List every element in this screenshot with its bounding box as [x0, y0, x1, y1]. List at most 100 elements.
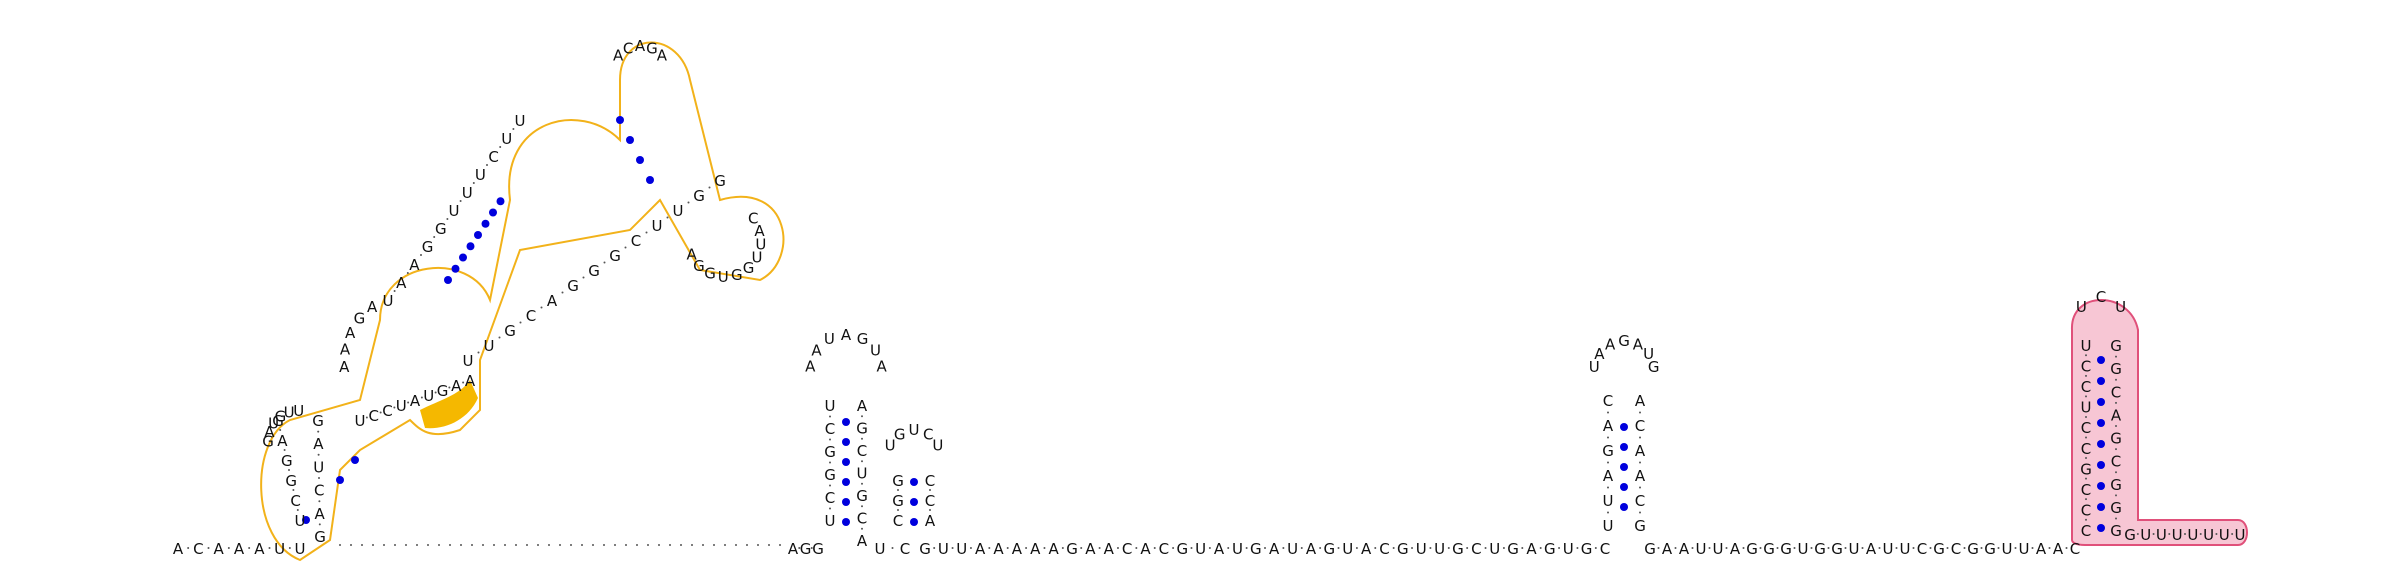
left-tail-base: C: [193, 540, 203, 558]
hairpinA-stem-right-backbone-dot: [861, 505, 863, 508]
module2-stem-right-backbone-dot: [2115, 517, 2117, 520]
m1-stem2-left-backbone-dot: [393, 290, 396, 292]
m1-stem2-right-backbone-dot: [561, 291, 564, 294]
m1-stem2-right-base: U: [463, 352, 474, 370]
right-strand-backbone-dot: [1895, 547, 1898, 549]
middle-strand-backbone-dot: [1080, 547, 1083, 549]
m1-pair: [626, 136, 634, 144]
m1-pair: [351, 456, 359, 464]
m1-interior-right-base: C: [369, 407, 379, 425]
m1-stem2-right-base: U: [484, 337, 495, 355]
middle-strand-base: G: [1507, 540, 1519, 558]
m1-stem2-left-base: U: [449, 202, 460, 220]
right-strand-backbone-dot: [2065, 547, 2068, 549]
left-tail-backbone-dot: [227, 547, 230, 549]
hairpinA-stem-right-base: G: [856, 420, 868, 438]
hairpinA-stem-left-base: U: [825, 512, 836, 530]
right-strand-backbone-dot: [1878, 547, 1881, 549]
long-range-connector: [658, 544, 660, 546]
m1-stem1-right-backbone-dot: [318, 500, 321, 503]
long-range-connector: [636, 544, 638, 546]
hairpinA-tail-base: G: [812, 540, 824, 558]
m1-stem2-left-backbone-dot: [512, 128, 515, 130]
middle-strand-backbone-dot: [1558, 547, 1561, 549]
right-strand-backbone-dot: [1674, 547, 1677, 549]
module2-pair: [2097, 377, 2105, 385]
long-range-connector: [603, 544, 605, 546]
hairpinC-stem-left-base: A: [1603, 417, 1614, 435]
right-strand-base: U: [1849, 540, 1860, 558]
middle-strand-base: U: [1287, 540, 1298, 558]
m1-stem2-right-base: G: [504, 322, 516, 340]
hairpinC-pair: [1620, 483, 1628, 491]
m1-apex-loop-base: G: [646, 39, 658, 57]
m1-stem2-right-base: G: [714, 172, 726, 190]
hairpinA-tail-backbone-dot: [798, 547, 801, 549]
long-range-connector: [757, 544, 759, 546]
middle-strand-backbone-dot: [1061, 547, 1064, 549]
m1-apex-loop-base: A: [657, 46, 668, 64]
long-range-connector: [460, 544, 462, 546]
m1-stem2-left-base: A: [409, 256, 420, 274]
left-tail-backbone-dot: [248, 547, 251, 549]
right-strand-backbone-dot: [1657, 547, 1660, 549]
m1-stem1-left-base: G: [281, 452, 293, 470]
m1-hairpin-loop-base: U: [755, 235, 766, 253]
middle-strand-backbone-dot: [1594, 547, 1597, 549]
long-range-connector: [427, 544, 429, 546]
m1-apex-loop-base: A: [635, 37, 646, 55]
long-range-connector: [405, 544, 407, 546]
module2-loop-base: C: [2096, 288, 2106, 306]
right-strand-base: G: [1746, 540, 1758, 558]
module2-stem-left-backbone-dot: [2085, 436, 2087, 439]
m1-stem1-right-base: A: [314, 505, 325, 523]
hairpinB-base-left-base: U: [875, 540, 886, 558]
m1-pair: [466, 242, 475, 251]
m1-stem1-left-base: G: [272, 412, 284, 430]
module2-pair: [2097, 356, 2105, 364]
middle-strand-base: A: [1030, 540, 1041, 558]
long-range-connector: [779, 544, 781, 546]
hairpinB-pair: [910, 518, 918, 526]
left-tail-base: A: [254, 540, 265, 558]
hairpinC-stem-left-backbone-dot: [1607, 511, 1609, 514]
hairpinB-stem-right-base: C: [925, 492, 935, 510]
hairpinA-stem-right-base: C: [857, 510, 867, 528]
hairpinC-stem-left-base: G: [1602, 442, 1614, 460]
module2-stem-right-base: C: [2111, 453, 2121, 471]
middle-strand-backbone-dot: [1411, 547, 1414, 549]
hairpinA-pair: [842, 518, 850, 526]
right-strand-base: A: [1866, 540, 1877, 558]
module2-tail-backbone-dot: [2168, 533, 2171, 535]
m1-interior-right-base: A: [410, 392, 421, 410]
m1-stem2-left-backbone-dot: [406, 272, 409, 274]
right-strand-base: C: [1951, 540, 1961, 558]
middle-strand-backbone-dot: [933, 547, 936, 549]
module2-tail-base: U: [2172, 526, 2183, 544]
m1-stem1-right-backbone-dot: [317, 453, 320, 456]
m1-loop1-base: U: [284, 403, 295, 421]
m1-stem2-left-backbone-dot: [420, 254, 422, 256]
middle-strand-backbone-dot: [1576, 547, 1579, 549]
m1-stem2-left-backbone-dot: [486, 164, 488, 166]
hairpinA-tail-base: G: [800, 540, 812, 558]
m1-interior-right-base: C: [382, 402, 392, 420]
hairpinA-stem-right-base: C: [857, 442, 867, 460]
hairpinC-stem-right-base: A: [1635, 392, 1646, 410]
long-range-connector: [702, 544, 704, 546]
hairpinB-pair: [910, 498, 918, 506]
hairpinB-base-left-base: C: [900, 540, 910, 558]
long-range-connector: [372, 544, 374, 546]
middle-strand-base: A: [993, 540, 1004, 558]
module2-outline: [2070, 299, 2248, 546]
right-strand-backbone-dot: [1844, 547, 1847, 549]
m1-stem2-right-base: G: [693, 187, 705, 205]
m1-pair: [459, 253, 467, 262]
m1-stem2-right-backbone-dot: [687, 201, 690, 204]
hairpinC-loop-base: U: [1643, 345, 1654, 363]
hairpinA-pair: [842, 458, 850, 466]
module2-stem-right-backbone-dot: [2115, 355, 2117, 358]
right-strand-backbone-dot: [1861, 547, 1864, 549]
middle-strand-backbone-dot: [1539, 547, 1542, 549]
module2-pair: [2097, 503, 2105, 511]
